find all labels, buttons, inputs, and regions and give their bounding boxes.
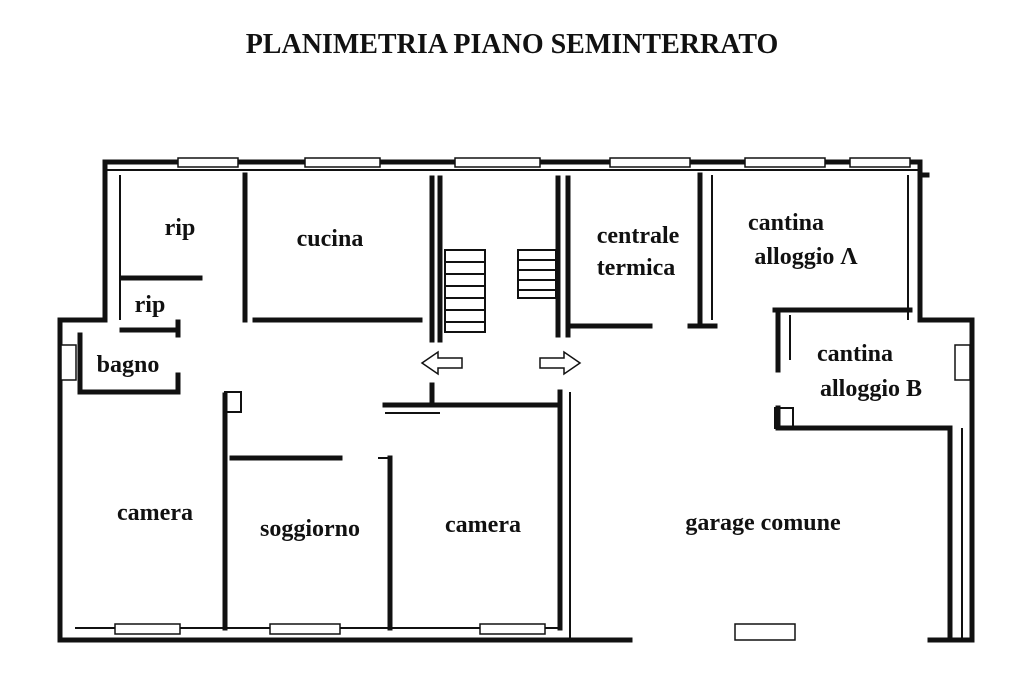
- room-label-cantina-a-line1: cantina: [748, 210, 824, 236]
- room-label-camera-left: camera: [117, 500, 193, 526]
- arrow-right-icon: [539, 350, 582, 376]
- room-label-rip-upper: rip: [165, 215, 196, 241]
- windows: [60, 157, 971, 641]
- room-label-camera-center: camera: [445, 512, 521, 538]
- arrow-left-icon: [420, 350, 463, 376]
- room-label-centrale-line1: centrale: [597, 223, 680, 249]
- room-label-cantina-a-line2: alloggio Λ: [754, 244, 858, 270]
- room-label-bagno: bagno: [97, 352, 160, 378]
- room-label-cantina-b-line1: cantina: [817, 341, 893, 367]
- stairs: [444, 249, 557, 333]
- plan-title: PLANIMETRIA PIANO SEMINTERRATO: [246, 29, 779, 60]
- room-label-soggiorno: soggiorno: [260, 516, 360, 542]
- room-label-cucina: cucina: [297, 226, 364, 252]
- room-label-centrale-line2: termica: [597, 255, 676, 281]
- room-labels: rip rip cucina centrale termica cantina …: [97, 210, 922, 542]
- interior-walls: [77, 172, 963, 643]
- room-label-rip-lower: rip: [135, 292, 166, 318]
- room-label-cantina-b-line2: alloggio B: [820, 376, 922, 402]
- outer-walls: [57, 159, 975, 643]
- room-label-garage: garage comune: [685, 510, 841, 536]
